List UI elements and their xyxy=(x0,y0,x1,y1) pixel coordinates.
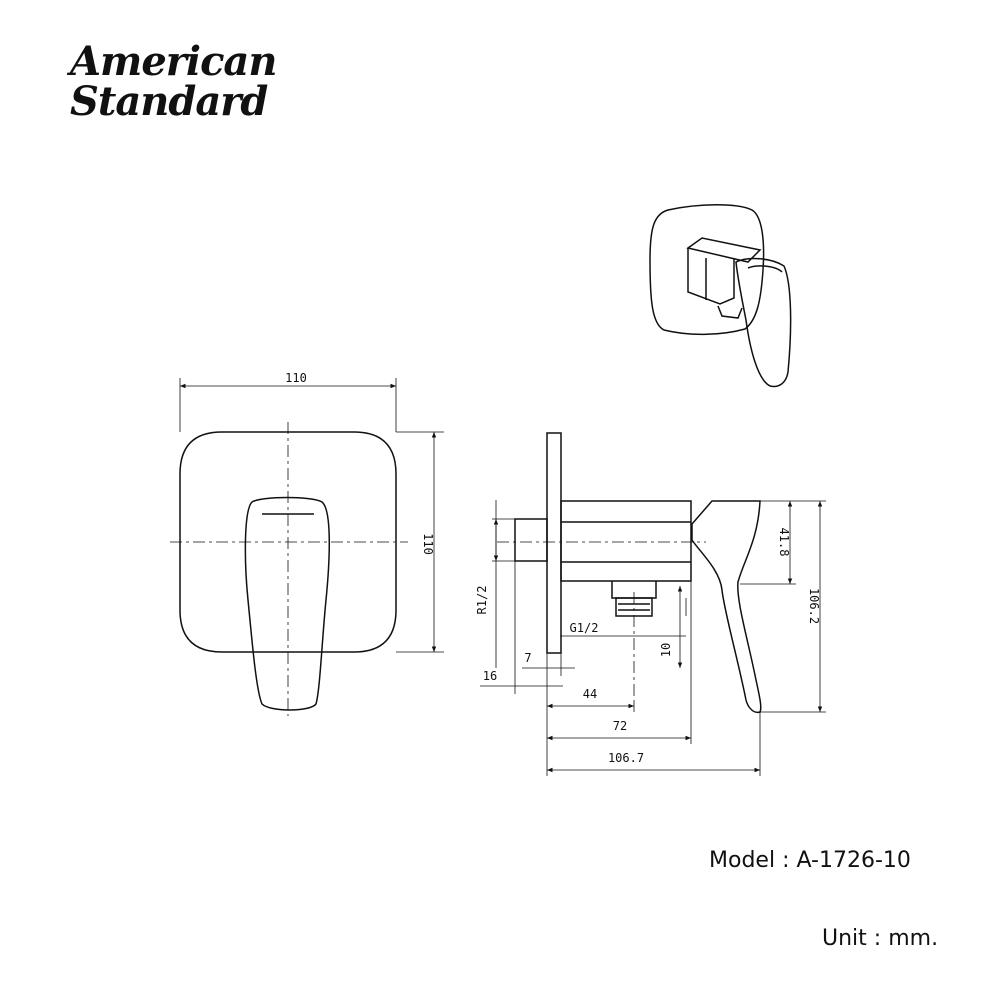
side-faceplate xyxy=(546,432,562,654)
front-lever xyxy=(244,496,331,711)
dim-thread-outlet: G1/2 xyxy=(570,621,599,635)
isometric-view xyxy=(649,204,792,388)
dim-front-width: 110 xyxy=(285,371,307,385)
side-lever xyxy=(691,500,762,714)
brand-logo: American Standard xyxy=(70,38,277,125)
model-info: Model : A-1726-10 xyxy=(709,848,911,873)
dim-thread-inlet: R1/2 xyxy=(475,586,489,615)
iso-lever xyxy=(735,257,792,388)
dim-7: 7 xyxy=(524,651,531,665)
iso-body xyxy=(687,248,735,305)
dim-10: 10 xyxy=(659,643,673,657)
brand-logo-line1: American xyxy=(70,38,277,85)
model-label: Model xyxy=(709,848,776,873)
unit-value: mm. xyxy=(888,926,939,951)
front-view xyxy=(170,422,408,716)
dim-106-2: 106.2 xyxy=(807,588,821,624)
model-value: A-1726-10 xyxy=(796,848,911,873)
unit-label: Unit xyxy=(822,926,867,951)
iso-lever-inner xyxy=(747,265,783,273)
dim-106-7: 106.7 xyxy=(608,751,644,765)
dim-16: 16 xyxy=(483,669,497,683)
dim-44: 44 xyxy=(583,687,597,701)
unit-separator: : xyxy=(873,926,882,951)
front-faceplate xyxy=(179,431,397,653)
side-view xyxy=(497,432,762,714)
unit-info: Unit : mm. xyxy=(822,926,938,951)
iso-body-top xyxy=(686,237,762,263)
dim-72: 72 xyxy=(613,719,627,733)
dim-41-8: 41.8 xyxy=(777,528,791,557)
model-separator: : xyxy=(782,848,790,873)
brand-logo-line2: Standard xyxy=(70,78,268,125)
side-dimensions xyxy=(480,500,826,776)
iso-outlet xyxy=(717,305,743,319)
iso-faceplate xyxy=(649,204,765,336)
front-dimensions xyxy=(179,378,444,653)
side-inlet-stub xyxy=(514,518,548,562)
side-body xyxy=(560,500,692,582)
dim-front-height: 110 xyxy=(421,533,435,555)
